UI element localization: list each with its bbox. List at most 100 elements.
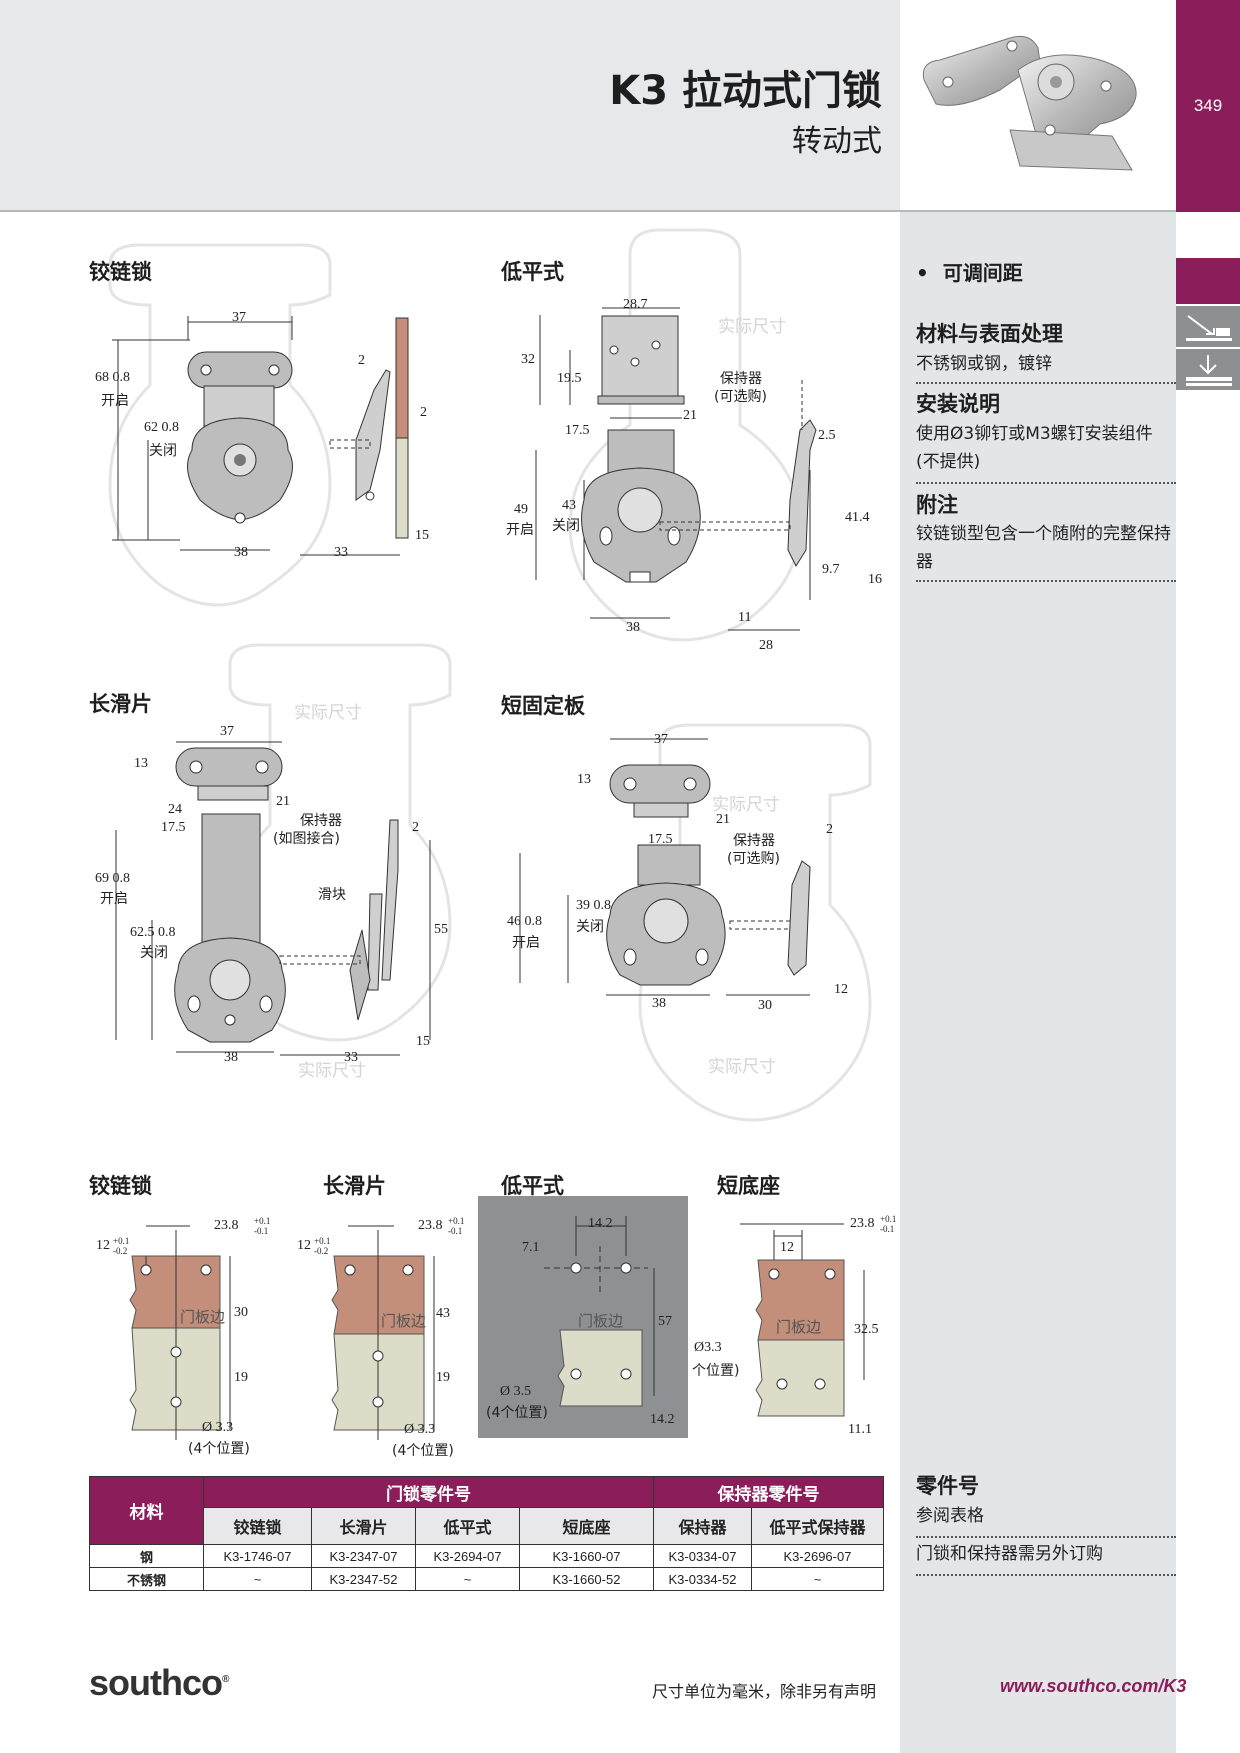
dim: 19 bbox=[234, 1370, 248, 1385]
dim-note: 保持器 bbox=[300, 813, 342, 829]
dim: 37 bbox=[232, 310, 246, 325]
dim: 17.5 bbox=[648, 832, 673, 847]
dim-note: 开启 bbox=[512, 935, 540, 951]
table-cell: K3-1746-07 bbox=[203, 1544, 312, 1568]
dim: 37 bbox=[220, 724, 234, 739]
southco-logo: southco® bbox=[89, 1662, 229, 1703]
table-header-material: 材料 bbox=[89, 1476, 204, 1545]
table-cell: K3-2694-07 bbox=[415, 1544, 520, 1568]
divider bbox=[916, 1574, 1176, 1576]
dim: 2 bbox=[358, 353, 365, 368]
table-cell: K3-2696-07 bbox=[751, 1544, 884, 1568]
watermark-text: 实际尺寸 bbox=[718, 317, 786, 337]
divider bbox=[916, 580, 1176, 582]
dim-note: 关闭 bbox=[140, 945, 168, 961]
cutout-short-base-label: 短底座 bbox=[717, 1174, 780, 1198]
dim: 21 bbox=[683, 408, 697, 423]
dim: 12 bbox=[780, 1240, 794, 1255]
notes-text: 铰链锁型包含一个随附的完整保持器 bbox=[916, 524, 1171, 572]
dim: 15 bbox=[416, 1034, 430, 1049]
units-note: 尺寸单位为毫米，除非另有声明 bbox=[652, 1682, 877, 1701]
dim: 23.8 bbox=[418, 1218, 443, 1233]
feature-bullet: • 可调间距 bbox=[916, 261, 1023, 285]
table-cell: K3-2347-52 bbox=[311, 1567, 416, 1591]
short-plate-drawing bbox=[519, 738, 811, 996]
dim-note: 滑块 bbox=[318, 887, 346, 903]
divider bbox=[916, 1536, 1176, 1538]
table-column-header: 低平式 bbox=[415, 1507, 520, 1545]
dim: 43 bbox=[562, 498, 576, 513]
dim: 11.1 bbox=[848, 1422, 872, 1437]
low-profile-label: 低平式 bbox=[501, 260, 564, 284]
dim: 33 bbox=[344, 1050, 358, 1065]
dim-note: (4个位置) bbox=[392, 1443, 454, 1459]
dim-note: 关闭 bbox=[576, 919, 604, 935]
dim: 14.2 bbox=[588, 1216, 613, 1231]
mount-icon bbox=[1176, 348, 1240, 390]
header-band bbox=[0, 0, 900, 212]
dim-note: 开启 bbox=[100, 891, 128, 907]
dim: 28 bbox=[759, 638, 773, 653]
dim: 30 bbox=[234, 1305, 248, 1320]
dim: 17.5 bbox=[565, 423, 590, 438]
long-slide-drawing bbox=[115, 741, 431, 1056]
panel-edge-label: 门板边 bbox=[381, 1312, 427, 1330]
dim: 12 bbox=[834, 982, 848, 997]
table-cell: ~ bbox=[203, 1567, 312, 1591]
table-cell: K3-1660-07 bbox=[519, 1544, 654, 1568]
dim: 37 bbox=[654, 732, 668, 747]
cutout-short-base-drawing bbox=[740, 1223, 865, 1417]
dim: 16 bbox=[868, 572, 882, 587]
notes-heading: 附注 bbox=[916, 493, 958, 517]
table-group-latch: 门锁零件号 bbox=[203, 1476, 654, 1508]
dim: 2.5 bbox=[818, 428, 836, 443]
panel-edge-label: 门板边 bbox=[180, 1308, 226, 1326]
parts-ref: 参阅表格 bbox=[916, 1506, 984, 1526]
finish-icon bbox=[1176, 305, 1240, 347]
parts-note: 门锁和保持器需另外订购 bbox=[916, 1544, 1103, 1564]
tolerance: +0.1 bbox=[448, 1216, 465, 1226]
page-number: 349 bbox=[1193, 96, 1223, 115]
tolerance: +0.1 bbox=[880, 1214, 897, 1224]
dim: 24 bbox=[168, 802, 182, 817]
table-cell: K3-0334-07 bbox=[653, 1544, 752, 1568]
tolerance: -0.1 bbox=[880, 1224, 895, 1234]
table-column-header: 短底座 bbox=[519, 1507, 654, 1545]
table-row: 不锈钢 ~ K3-2347-52 ~ K3-1660-52 K3-0334-52… bbox=[89, 1567, 884, 1591]
dim: Ø 3.3 bbox=[404, 1422, 436, 1437]
table-cell: ~ bbox=[415, 1567, 520, 1591]
dim: 32 bbox=[521, 352, 535, 367]
long-slide-label: 长滑片 bbox=[89, 692, 152, 716]
tolerance: +0.1 bbox=[113, 1236, 130, 1246]
header-accent-bar bbox=[1176, 0, 1240, 212]
website-link[interactable]: www.southco.com/K3 bbox=[1000, 1676, 1187, 1696]
dim: 21 bbox=[276, 794, 290, 809]
table-cell: ~ bbox=[751, 1567, 884, 1591]
dim-note: 关闭 bbox=[552, 518, 580, 534]
tolerance: -0.2 bbox=[113, 1246, 128, 1256]
dim: 23.8 bbox=[850, 1216, 875, 1231]
install-heading: 安装说明 bbox=[916, 392, 1000, 416]
dim: 39 0.8 bbox=[576, 898, 611, 913]
table-row: 钢 K3-1746-07 K3-2347-07 K3-2694-07 K3-16… bbox=[89, 1544, 884, 1568]
table-cell: K3-2347-07 bbox=[311, 1544, 416, 1568]
dim: 9.7 bbox=[822, 562, 840, 577]
dim: 43 bbox=[436, 1306, 450, 1321]
dim: 14.2 bbox=[650, 1412, 675, 1427]
low-profile-drawing bbox=[535, 307, 817, 631]
dim-note: (可选购) bbox=[727, 851, 780, 867]
table-group-keeper: 保持器零件号 bbox=[653, 1476, 884, 1508]
dim: 2 bbox=[412, 820, 419, 835]
dim: Ø3.3 bbox=[694, 1340, 722, 1355]
cutout-long-slide-drawing bbox=[331, 1225, 435, 1440]
sidebar-tab bbox=[1176, 258, 1240, 304]
dim: 19 bbox=[436, 1370, 450, 1385]
page-title: K3 拉动式门锁 bbox=[609, 68, 882, 114]
table-column-header: 长滑片 bbox=[311, 1507, 416, 1545]
watermark-text: 实际尺寸 bbox=[298, 1061, 366, 1081]
dim: 38 bbox=[652, 996, 666, 1011]
dim: 46 0.8 bbox=[507, 914, 542, 929]
parts-table: 材料 门锁零件号 保持器零件号 铰链锁 长滑片 低平式 短底座 保持器 低平式保… bbox=[89, 1476, 884, 1591]
divider bbox=[916, 482, 1176, 484]
divider bbox=[916, 382, 1176, 384]
